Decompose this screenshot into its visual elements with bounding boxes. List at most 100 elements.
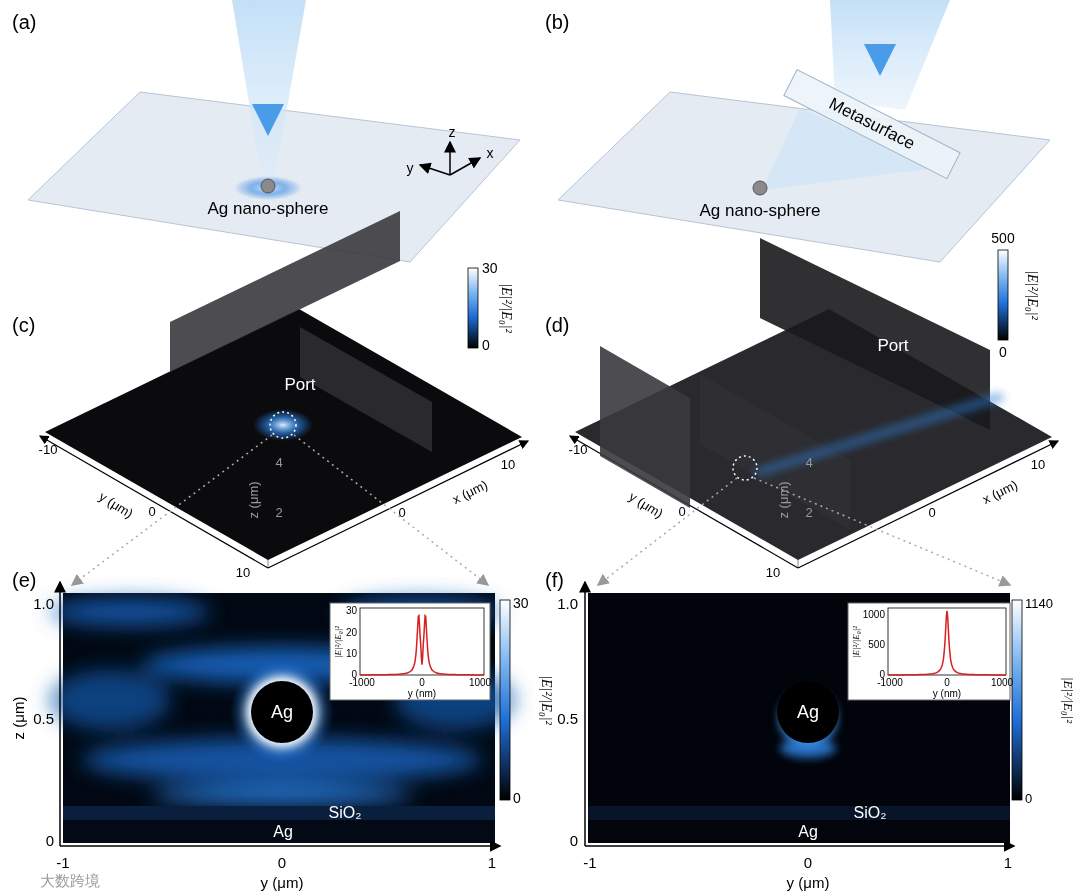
figure-rect bbox=[848, 603, 1010, 700]
figure-line bbox=[878, 50, 882, 72]
panel-letter: (e) bbox=[12, 570, 36, 590]
figure-line bbox=[72, 435, 272, 585]
port-label: Port bbox=[284, 376, 315, 393]
axis-tick: 0 bbox=[570, 833, 578, 848]
axis-title: z (μm) bbox=[777, 481, 790, 518]
panel-letter: (b) bbox=[545, 12, 569, 32]
figure-ellipse bbox=[50, 670, 170, 730]
figure-polygon bbox=[232, 0, 306, 182]
axis-tick: 2 bbox=[805, 506, 812, 519]
layer-label: SiO₂ bbox=[329, 805, 362, 821]
axis-tick: 4 bbox=[275, 456, 282, 469]
node-text: Ag bbox=[797, 702, 819, 723]
ag-sphere: Ag bbox=[251, 681, 313, 743]
layer-label: Ag bbox=[798, 824, 818, 840]
axis-title: x (μm) bbox=[980, 478, 1019, 506]
figure-line bbox=[449, 142, 451, 175]
axis-tick: 10 bbox=[1031, 458, 1045, 471]
figure-g bbox=[50, 598, 515, 805]
figure-line bbox=[584, 582, 586, 846]
axis-tick: 0 bbox=[678, 505, 685, 518]
axis-tick: 0 bbox=[278, 855, 286, 870]
figure-rect bbox=[998, 250, 1008, 340]
ag-sphere: Ag bbox=[777, 681, 839, 743]
colorbar-tick: 30 bbox=[482, 261, 498, 275]
inset-tick: 30 bbox=[346, 606, 357, 616]
panel-letter: (c) bbox=[12, 315, 35, 335]
figure-polygon bbox=[300, 327, 432, 452]
figure-polygon bbox=[830, 0, 950, 110]
colorbar-tick: 30 bbox=[513, 596, 529, 610]
figure-rect bbox=[330, 603, 490, 700]
colorbar-tick: 0 bbox=[999, 345, 1007, 359]
figure-rect bbox=[588, 820, 1010, 843]
part-label: Ag nano-sphere bbox=[208, 200, 329, 217]
inset-tick: 20 bbox=[346, 628, 357, 638]
colorbar-tick: 0 bbox=[1025, 792, 1032, 805]
axis-title: x (μm) bbox=[450, 478, 489, 506]
watermark: 大数跨境 bbox=[40, 873, 100, 888]
figure-polygon bbox=[558, 92, 1050, 262]
inset-title: |E|²/|E₀|² bbox=[852, 626, 861, 658]
inset-tick: -1000 bbox=[877, 678, 903, 688]
axis-tick: 0.5 bbox=[33, 711, 54, 726]
axis-tick: 1.0 bbox=[557, 596, 578, 611]
colorbar-tick: 1140 bbox=[1025, 597, 1053, 610]
figure-ellipse bbox=[253, 409, 313, 441]
node-text: Ag bbox=[271, 702, 293, 723]
panel-letter: (f) bbox=[545, 570, 564, 590]
figure-line bbox=[585, 845, 1014, 847]
colorbar-title: |E|²/|E₀|² bbox=[1025, 270, 1039, 320]
figure-rect bbox=[360, 608, 484, 675]
colorbar-title: |E|²/|E₀|² bbox=[499, 283, 513, 333]
port-label: Port bbox=[877, 337, 908, 354]
colorbar-tick: 0 bbox=[513, 791, 521, 805]
figure-rect bbox=[468, 268, 478, 348]
inset-title: y (nm) bbox=[933, 689, 961, 699]
inset-tick: 1000 bbox=[863, 610, 885, 620]
axis-tick: 0 bbox=[398, 506, 405, 519]
axis-name: x bbox=[487, 146, 494, 160]
figure-polygon bbox=[170, 211, 400, 372]
axis-tick: 10 bbox=[501, 458, 515, 471]
figure-polygon bbox=[45, 309, 522, 560]
figure-path bbox=[360, 616, 484, 675]
panel-letter: (a) bbox=[12, 12, 36, 32]
axis-tick: 0.5 bbox=[557, 711, 578, 726]
figure-line bbox=[59, 582, 61, 846]
figure-rect bbox=[588, 593, 1010, 843]
figure-rect bbox=[500, 600, 510, 800]
axis-tick: 10 bbox=[766, 566, 780, 579]
axis-tick: -1 bbox=[583, 855, 596, 870]
figure-ellipse bbox=[152, 785, 412, 805]
inset-tick: 1000 bbox=[469, 678, 491, 688]
axis-tick: 1.0 bbox=[33, 596, 54, 611]
inset-title: y (nm) bbox=[408, 689, 436, 699]
axis-name: y bbox=[407, 161, 414, 175]
figure-rect bbox=[588, 806, 1010, 820]
figure-circle bbox=[270, 412, 296, 438]
axis-tick: 10 bbox=[236, 566, 250, 579]
axis-tick: 0 bbox=[46, 833, 54, 848]
figure-rect bbox=[63, 806, 495, 820]
figure-polygon bbox=[760, 238, 990, 430]
inset-tick: 0 bbox=[944, 678, 950, 688]
figure-line bbox=[60, 845, 500, 847]
colorbar-tick: 500 bbox=[991, 231, 1014, 245]
layer-label: SiO₂ bbox=[854, 805, 887, 821]
axis-title: y (μm) bbox=[97, 490, 135, 521]
figure-line bbox=[598, 478, 737, 585]
figure-line bbox=[294, 435, 488, 585]
part-label: Ag nano-sphere bbox=[700, 202, 821, 219]
figure-line bbox=[266, 112, 270, 132]
panel-letter: (d) bbox=[545, 315, 569, 335]
inset-tick: 0 bbox=[419, 678, 425, 688]
axis-title: z (μm) bbox=[11, 697, 26, 740]
axis-name: z bbox=[449, 125, 456, 139]
figure-polygon bbox=[752, 392, 1005, 476]
figure-ellipse bbox=[234, 176, 302, 200]
inset-tick: 10 bbox=[346, 649, 357, 659]
axis-title: y (μm) bbox=[787, 875, 830, 890]
axis-tick: 2 bbox=[275, 506, 282, 519]
axis-title: y (μm) bbox=[261, 875, 304, 890]
